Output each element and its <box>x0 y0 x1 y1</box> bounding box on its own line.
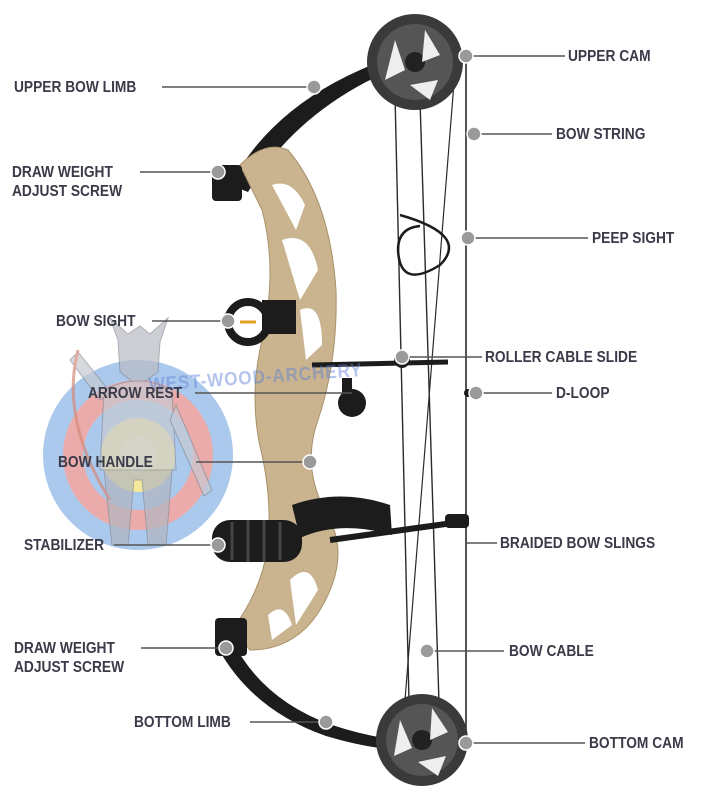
wolf-mascot-logo <box>69 316 213 546</box>
label-peep-sight: PEEP SIGHT <box>592 230 675 247</box>
label-bottom-limb: BOTTOM LIMB <box>134 714 231 731</box>
label-braided-bow-slings: BRAIDED BOW SLINGS <box>500 535 656 552</box>
arrow-rest-shape <box>338 378 366 417</box>
label-upper-bow-limb: UPPER BOW LIMB <box>14 79 137 96</box>
riser-shape <box>231 146 339 651</box>
label-d-loop: D-LOOP <box>556 385 610 402</box>
peep-sight-tube <box>396 213 451 276</box>
bow-string-lines <box>394 50 467 746</box>
braided-sling-shape <box>292 496 469 543</box>
label-stabilizer: STABILIZER <box>24 537 105 554</box>
label-bow-handle: BOW HANDLE <box>58 454 153 471</box>
riser-cutouts <box>268 183 322 640</box>
bottom-cam-shape <box>376 694 468 786</box>
label-upper-cam: UPPER CAM <box>568 48 651 65</box>
label-bow-cable: BOW CABLE <box>509 643 594 660</box>
callout-dots <box>210 48 484 751</box>
label-bow-string: BOW STRING <box>556 126 646 143</box>
label-bow-sight: BOW SIGHT <box>56 313 136 330</box>
label-bottom-cam: BOTTOM CAM <box>589 735 684 752</box>
leader-lines <box>114 55 588 744</box>
label-arrow-rest: ARROW REST <box>88 385 183 402</box>
stabilizer-shape <box>212 520 302 562</box>
upper-cam-shape <box>367 14 463 110</box>
label-roller-cable-slide: ROLLER CABLE SLIDE <box>485 349 638 366</box>
